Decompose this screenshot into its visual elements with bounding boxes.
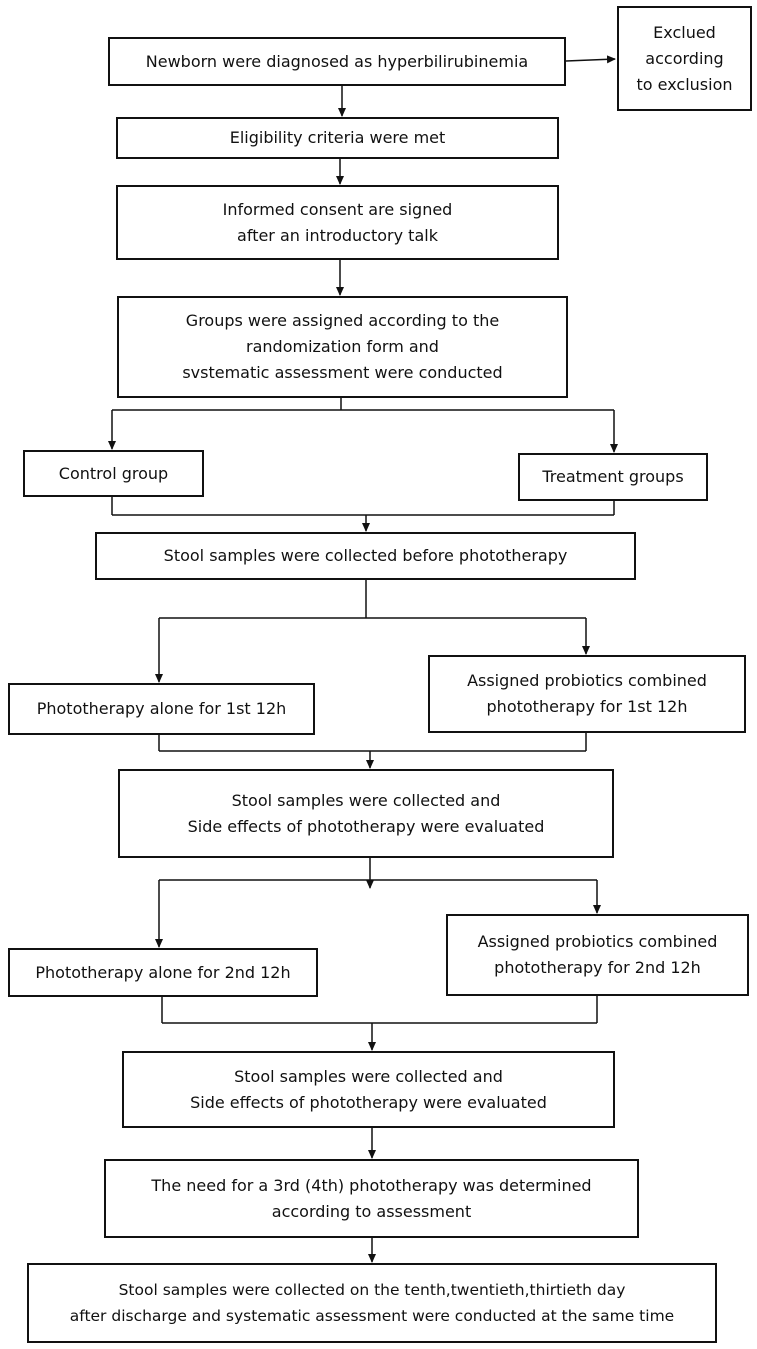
box-treatment-groups-line-1: Treatment groups bbox=[542, 467, 684, 486]
box-control-group: Control group bbox=[23, 450, 204, 497]
box-probiotics-2-line-2: phototherapy for 2nd 12h bbox=[494, 958, 701, 977]
box-stool-before: Stool samples were collected before phot… bbox=[95, 532, 636, 580]
box-eligibility-line-1: Eligibility criteria were met bbox=[229, 128, 446, 147]
box-stool-eval-2-line-2: Side effects of phototherapy were evalua… bbox=[190, 1092, 547, 1112]
box-stool-before-line-1: Stool samples were collected before phot… bbox=[163, 546, 568, 565]
box-probiotics-2-line-1: Assigned probiotics combined bbox=[477, 932, 718, 951]
box-consent-line-1: Informed consent are signed bbox=[222, 199, 453, 219]
box-photo-alone-1-line-1: Phototherapy alone for 1st 12h bbox=[36, 699, 287, 718]
box-photo-alone-1: Phototherapy alone for 1st 12h bbox=[8, 683, 315, 735]
box-diagnosis-line-1: Newborn were diagnosed as hyperbilirubin… bbox=[145, 51, 529, 71]
box-followup: Stool samples were collected on the tent… bbox=[27, 1263, 717, 1343]
box-randomization-line-3: svstematic assessment were conducted bbox=[182, 363, 503, 382]
box-probiotics-2: Assigned probiotics combined phototherap… bbox=[446, 914, 749, 996]
box-diagnosis: Newborn were diagnosed as hyperbilirubin… bbox=[108, 37, 566, 86]
box-randomization-line-2: randomization form and bbox=[246, 337, 439, 356]
box-probiotics-1-line-1: Assigned probiotics combined bbox=[467, 671, 707, 690]
box-stool-eval-2: Stool samples were collected and Side ef… bbox=[122, 1051, 615, 1128]
box-followup-line-1: Stool samples were collected on the tent… bbox=[118, 1281, 626, 1299]
box-consent: Informed consent are signed after an int… bbox=[116, 185, 559, 260]
box-stool-eval-1: Stool samples were collected and Side ef… bbox=[118, 769, 614, 858]
box-excluded-line-1: Exclued bbox=[653, 22, 716, 42]
box-excluded-line-3: to exclusion bbox=[636, 74, 733, 94]
box-eligibility: Eligibility criteria were met bbox=[116, 117, 559, 159]
box-control-group-line-1: Control group bbox=[58, 463, 169, 483]
box-photo-alone-2-line-1: Phototherapy alone for 2nd 12h bbox=[35, 962, 291, 982]
box-treatment-groups: Treatment groups bbox=[518, 453, 708, 501]
box-randomization: Groups were assigned according to the ra… bbox=[117, 296, 568, 398]
box-need-3rd-line-2: according to assessment bbox=[271, 1201, 472, 1221]
arrow-diagnosis-to-excluded bbox=[565, 55, 616, 64]
box-need-3rd-line-1: The need for a 3rd (4th) phototherapy wa… bbox=[151, 1175, 592, 1195]
box-followup-line-2: after discharge and systematic assessmen… bbox=[69, 1307, 675, 1325]
box-excluded-line-2: according bbox=[645, 48, 724, 68]
box-photo-alone-2: Phototherapy alone for 2nd 12h bbox=[8, 948, 318, 997]
box-stool-eval-1-line-1: Stool samples were collected and bbox=[231, 790, 501, 810]
box-stool-eval-2-line-1: Stool samples were collected and bbox=[234, 1066, 503, 1086]
box-probiotics-1-line-2: phototherapy for 1st 12h bbox=[486, 697, 688, 716]
box-probiotics-1: Assigned probiotics combined phototherap… bbox=[428, 655, 746, 733]
box-consent-line-2: after an introductory talk bbox=[237, 225, 438, 245]
box-need-3rd: The need for a 3rd (4th) phototherapy wa… bbox=[104, 1159, 639, 1238]
box-stool-eval-1-line-2: Side effects of phototherapy were evalua… bbox=[187, 816, 545, 836]
box-excluded: Exclued according to exclusion bbox=[617, 6, 752, 111]
box-randomization-line-1: Groups were assigned according to the bbox=[185, 311, 500, 330]
